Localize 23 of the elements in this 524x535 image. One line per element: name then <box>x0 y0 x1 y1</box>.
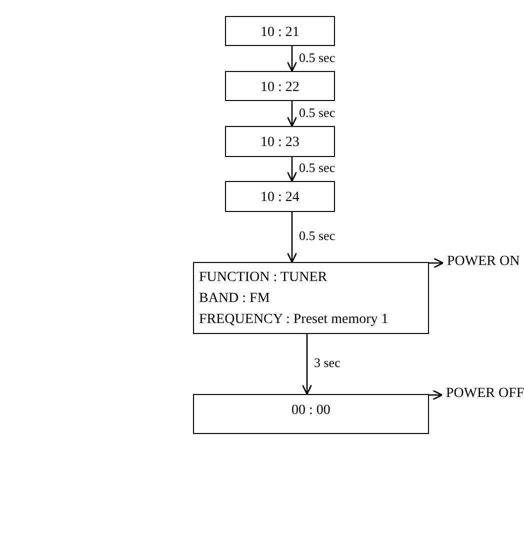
arrow <box>286 46 298 72</box>
display-text: FUNCTION : TUNER <box>199 268 328 286</box>
time-display-box <box>193 394 429 434</box>
time-display-box <box>225 16 335 46</box>
display-text: FREQUENCY : Preset memory 1 <box>199 310 390 328</box>
arrow <box>286 101 298 127</box>
state-label: POWER OFF <box>446 386 524 402</box>
time-display-box <box>225 71 335 101</box>
display-text: 10 : 24 <box>260 189 300 207</box>
state-label: POWER ON <box>447 254 520 270</box>
display-panel <box>193 262 429 334</box>
arrow <box>286 212 298 263</box>
arrow <box>302 334 312 395</box>
arrow <box>286 157 298 182</box>
display-text: 10 : 21 <box>260 24 300 42</box>
display-text: 00 : 00 <box>292 402 330 420</box>
display-text: 10 : 22 <box>260 79 300 97</box>
display-text: 10 : 23 <box>260 134 300 152</box>
arrow <box>429 390 443 400</box>
arrow <box>429 258 444 268</box>
time-display-box <box>225 181 335 212</box>
time-display-box <box>225 126 335 157</box>
display-text: BAND : FM <box>199 290 271 308</box>
